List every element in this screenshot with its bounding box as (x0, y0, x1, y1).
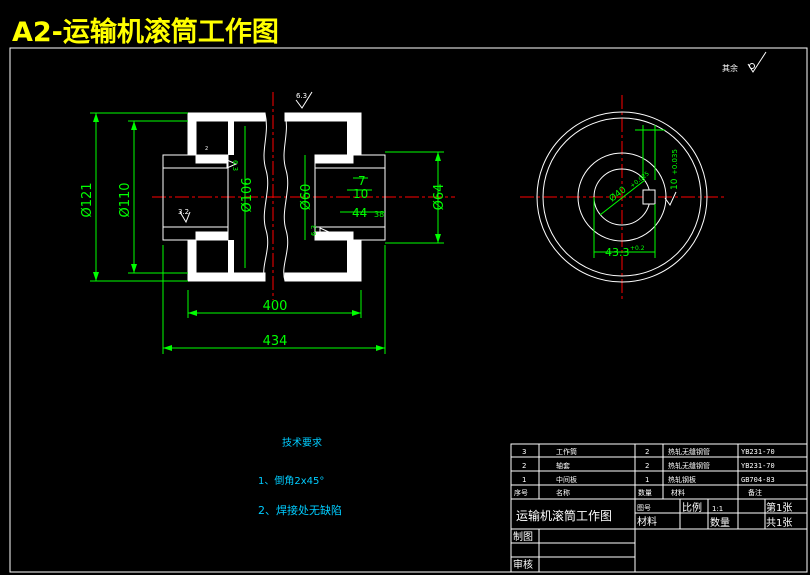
dimension-lines (90, 112, 444, 354)
dim-d64: Ø64 (432, 184, 447, 211)
dim-d60: Ø60 (299, 184, 314, 211)
sleeve-circle (577, 152, 667, 242)
label-total: 共1张 (766, 517, 792, 529)
part1-no: 1 (522, 476, 526, 484)
notes-item-1: 1、倒角2x45° (258, 475, 324, 487)
roughness-other-label: 其余 (722, 63, 738, 73)
label-sheet: 第1张 (766, 501, 792, 514)
section-view: Ø121 Ø110 Ø106 Ø60 Ø64 400 434 7 10 44 3… (80, 91, 455, 354)
dim-key-tol: +0.035 (671, 149, 679, 175)
outer-circle (536, 111, 708, 283)
shell-inner-circle (542, 117, 702, 277)
roughness-bore: 3.2 (178, 208, 189, 216)
part2-name: 轴套 (556, 461, 570, 470)
technical-notes: 技术要求 1、倒角2x45° 2、焊接处无缺陷 (258, 436, 342, 517)
header-no: 序号 (514, 488, 528, 497)
shaft-sleeves (162, 154, 386, 241)
dim-key-width: 10 (670, 178, 680, 190)
dim-7: 7 (358, 174, 366, 188)
notes-heading: 技术要求 (282, 436, 322, 449)
dim-38: 38 (374, 210, 384, 219)
part3-no: 3 (522, 448, 526, 456)
roughness-marks: 6.3 6.3 3.2 6.3 2 (178, 91, 331, 237)
keyway-roughness (664, 191, 677, 206)
scale-value: 1:1 (712, 505, 723, 513)
part3-name: 工作筒 (556, 447, 577, 456)
label-scale: 比例 (682, 501, 702, 514)
roughness-other-symbol (747, 51, 767, 73)
dim-434: 434 (263, 334, 288, 349)
dim-key-depth: 43.3 (605, 246, 630, 259)
end-dimension-lines (593, 125, 665, 258)
part2-qty: 2 (645, 462, 649, 470)
keyway (642, 189, 656, 205)
drum-shell (187, 112, 362, 282)
part3-qty: 2 (645, 448, 649, 456)
middle-plates (228, 121, 353, 273)
label-drawn: 制图 (513, 530, 533, 543)
roughness-right: 6.3 (310, 225, 318, 236)
dim-44: 44 (352, 206, 367, 220)
part1-material: 热轧钢板 (668, 475, 696, 484)
end-view: Ø40 +0.025 43.3 +0.2 10 +0.035 (520, 95, 725, 300)
dimension-arrows (93, 113, 441, 351)
dim-key-depth-tol: +0.2 (630, 245, 645, 252)
part3-material: 热轧无缝钢管 (668, 447, 710, 456)
part2-no: 2 (522, 462, 526, 470)
label-checked: 审核 (513, 558, 533, 571)
title-block-texts: 3 工作筒 2 热轧无缝钢管 YB231-70 2 轴套 2 热轧无缝钢管 YB… (513, 447, 792, 571)
header-qty: 数量 (638, 488, 652, 497)
header-name: 名称 (556, 488, 570, 497)
roughness-left: 6.3 (231, 160, 239, 171)
label-chart-no: 图号 (637, 504, 651, 512)
part1-name: 中间板 (556, 475, 577, 484)
part1-qty: 1 (645, 476, 649, 484)
break-lines (263, 112, 289, 282)
sheet-border (9, 47, 808, 573)
dim-400: 400 (263, 299, 288, 314)
header-material: 材料 (671, 488, 685, 497)
part3-remark: YB231-70 (741, 448, 775, 456)
dimension-texts: Ø121 Ø110 Ø106 Ø60 Ø64 400 434 7 10 44 3… (80, 174, 447, 349)
dim-10: 10 (353, 187, 368, 201)
sheet-title: A2-运输机滚筒工作图 (12, 17, 279, 48)
title-block (510, 443, 808, 573)
drawing-name: 运输机滚筒工作图 (516, 508, 612, 523)
part1-remark: GB704-83 (741, 476, 775, 484)
notes-item-2: 2、焊接处无缺陷 (258, 503, 342, 517)
dim-d121: Ø121 (80, 182, 95, 217)
dim-d110: Ø110 (118, 182, 133, 217)
header-remark: 备注 (748, 488, 762, 497)
label-material: 材料 (637, 515, 657, 528)
part2-material: 热轧无缝钢管 (668, 461, 710, 470)
part2-remark: YB231-70 (741, 462, 775, 470)
roughness-top: 6.3 (296, 92, 307, 100)
small-label: 2 (205, 146, 208, 152)
label-quantity: 数量 (710, 516, 730, 529)
dim-d106: Ø106 (240, 177, 255, 212)
